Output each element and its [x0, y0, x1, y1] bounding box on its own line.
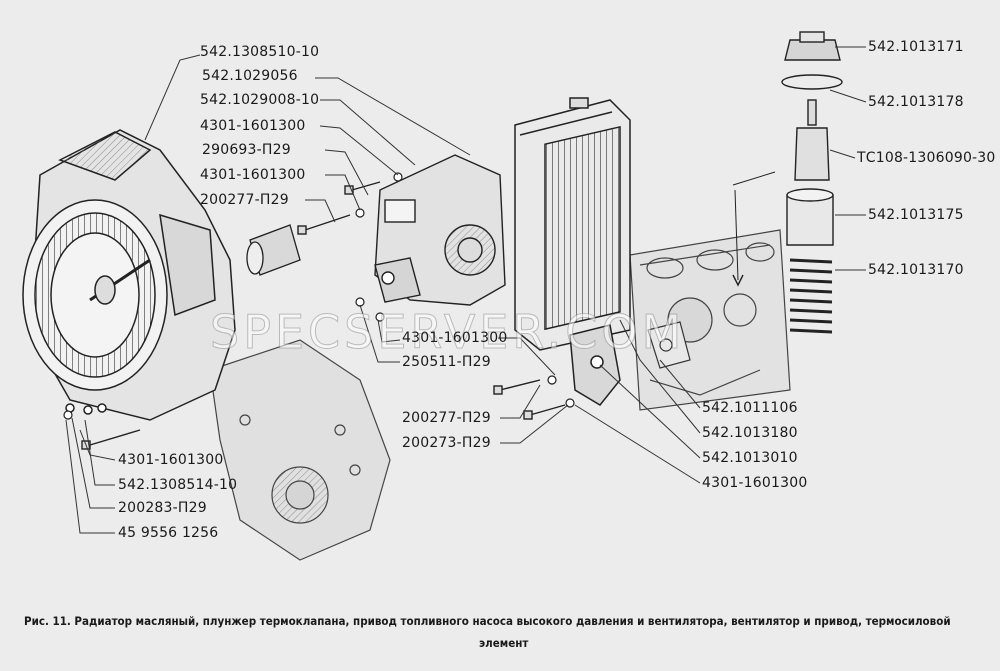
caption-line-2: элемент	[479, 636, 529, 650]
label-542-1308510-10: 542.1308510-10	[200, 44, 320, 60]
label-542-1029008-10: 542.1029008-10	[200, 92, 320, 108]
figure-caption: Рис. 11. Радиатор масляный, плунжер терм…	[24, 610, 994, 654]
label-250511-p29: 250511-П29	[402, 354, 491, 370]
oil-radiator	[514, 97, 631, 406]
label-542-1013170: 542.1013170	[868, 262, 964, 278]
thermostat-stack	[732, 31, 843, 334]
label-200283-p29: 200283-П29	[118, 500, 207, 516]
exploded-assembly-drawing	[22, 31, 867, 561]
label-4301-1601300-e: 4301-1601300	[702, 475, 808, 491]
label-tc108-1306090-30: ТС108-1306090-30	[857, 150, 996, 166]
label-542-1013175: 542.1013175	[868, 207, 964, 223]
leader-lines	[65, 46, 867, 534]
label-4301-1601300-d: 4301-1601300	[118, 452, 224, 468]
label-542-1013180: 542.1013180	[702, 425, 798, 441]
label-200277-p29-b: 200277-П29	[402, 410, 491, 426]
label-542-1013178: 542.1013178	[868, 94, 964, 110]
label-200273-p29: 200273-П29	[402, 435, 491, 451]
fuel-pump-drive	[374, 154, 506, 306]
label-45-9556-1256: 45 9556 1256	[118, 525, 219, 541]
label-542-1011106: 542.1011106	[702, 400, 798, 416]
caption-line-1: Рис. 11. Радиатор масляный, плунжер терм…	[24, 614, 951, 628]
label-542-1308514-10: 542.1308514-10	[118, 477, 238, 493]
fan-housing	[22, 129, 236, 421]
label-4301-1601300-c: 4301-1601300	[402, 330, 508, 346]
label-542-1013171: 542.1013171	[868, 39, 964, 55]
fan-drive-coupling	[246, 224, 301, 276]
label-542-1029056: 542.1029056	[202, 68, 298, 84]
label-4301-1601300-b: 4301-1601300	[200, 167, 306, 183]
label-542-1013010: 542.1013010	[702, 450, 798, 466]
label-290693-p29: 290693-П29	[202, 142, 291, 158]
washers	[63, 172, 575, 420]
gasket-plate	[647, 321, 691, 369]
front-housing	[209, 339, 391, 561]
watermark: SPECSERVER.COM	[209, 305, 686, 360]
label-4301-1601300-a: 4301-1601300	[200, 118, 306, 134]
label-200277-p29-a: 200277-П29	[200, 192, 289, 208]
